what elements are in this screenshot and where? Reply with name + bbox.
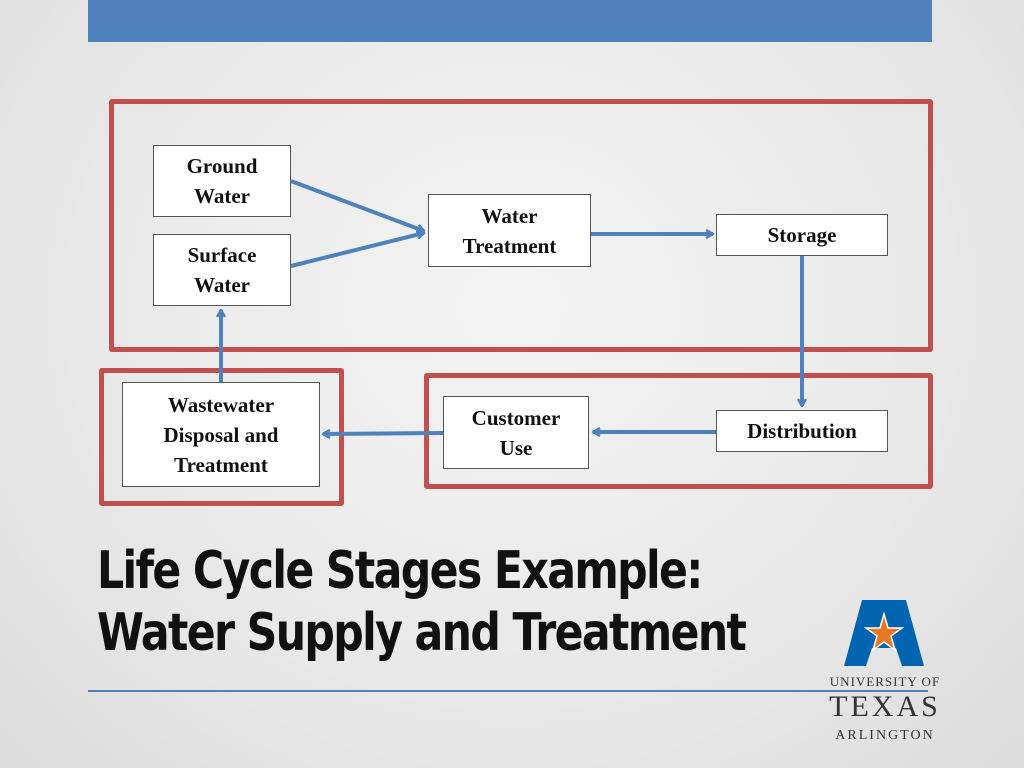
header-accent-bar [88, 0, 932, 42]
logo-line-2: TEXAS [829, 690, 941, 723]
node-distribution: Distribution [716, 410, 888, 452]
delivery-group-frame [424, 373, 933, 489]
arrow-ground-to-treatment [290, 179, 424, 231]
slide-title: Life Cycle Stages Example: Water Supply … [97, 540, 747, 664]
logo-a-star-icon [844, 600, 924, 666]
logo-line-1: UNIVERSITY OF [829, 674, 941, 689]
title-line-2: Water Supply and Treatment [97, 603, 747, 663]
supply-group-frame [109, 99, 933, 352]
node-water-treatment: Water Treatment [428, 194, 591, 267]
title-line-1: Life Cycle Stages Example: [97, 541, 703, 601]
node-customer-use: Customer Use [443, 396, 589, 469]
title-underline [88, 690, 928, 692]
node-surface-water: Surface Water [153, 234, 291, 306]
university-logo: UNIVERSITY OF TEXAS ARLINGTON [822, 598, 948, 748]
node-ground-water: Ground Water [153, 145, 291, 217]
arrow-surface-to-treatment [290, 233, 424, 268]
node-storage: Storage [716, 214, 888, 256]
logo-line-3: ARLINGTON [835, 728, 935, 743]
arrow-customer-to-wastewater [323, 433, 444, 434]
node-wastewater-disposal: Wastewater Disposal and Treatment [122, 382, 320, 487]
